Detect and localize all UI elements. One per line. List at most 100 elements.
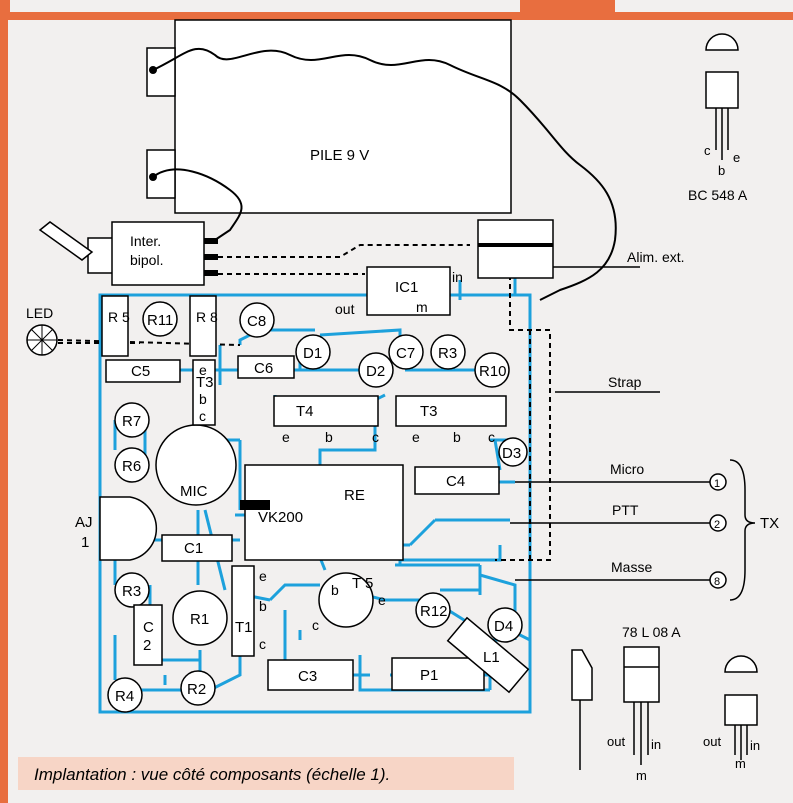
svg-text:2: 2 <box>143 637 151 654</box>
top-frame-gap-right <box>615 0 793 12</box>
caption: Implantation : vue côté composants (éche… <box>34 765 391 784</box>
pin-2: 2 <box>714 519 720 531</box>
tx-label: TX <box>760 515 779 532</box>
svg-text:c: c <box>199 408 206 424</box>
masse-label: Masse <box>611 559 652 575</box>
reg-m: m <box>636 768 647 783</box>
r8-box <box>189 295 217 357</box>
svg-text:P1: P1 <box>420 667 438 684</box>
svg-text:MIC: MIC <box>180 483 208 500</box>
svg-text:D3: D3 <box>502 445 521 462</box>
r8-label: R 8 <box>196 309 218 325</box>
ic1-in: in <box>452 269 463 285</box>
bc548-diagram <box>705 33 739 160</box>
battery <box>146 19 617 301</box>
svg-text:C5: C5 <box>131 363 150 380</box>
battery-label: PILE 9 V <box>310 147 369 164</box>
svg-text:c: c <box>372 429 379 445</box>
svg-text:b: b <box>331 582 339 598</box>
ic1-m: m <box>416 299 428 315</box>
l1-inductor <box>446 616 530 694</box>
regulator-diagrams <box>571 646 758 770</box>
svg-text:C1: C1 <box>184 540 203 557</box>
svg-text:VK200: VK200 <box>258 509 303 526</box>
bc548-label: BC 548 A <box>688 187 748 203</box>
r5-box <box>101 295 129 357</box>
svg-text:C: C <box>143 619 154 636</box>
pin-letters: e b c e b c e b c e b c b c e <box>199 362 495 652</box>
reg2-in: in <box>750 738 760 753</box>
svg-text:T3: T3 <box>196 374 214 391</box>
svg-text:D4: D4 <box>494 618 513 635</box>
bc548-pin-b: b <box>718 163 725 178</box>
pin-8: 8 <box>714 576 720 588</box>
switch-label-line2: bipol. <box>130 252 163 268</box>
svg-text:R2: R2 <box>187 681 206 698</box>
vk200-choke <box>240 500 270 510</box>
svg-text:b: b <box>325 429 333 445</box>
caption-box <box>18 757 514 790</box>
r5-label: R 5 <box>108 309 130 325</box>
svg-text:T4: T4 <box>296 403 314 420</box>
component-labels: R11 C8 D1 C7 R3 C5 T3 C6 D2 R10 T4 T3 R7… <box>75 312 521 705</box>
reg-in: in <box>651 737 661 752</box>
svg-text:C8: C8 <box>247 313 266 330</box>
svg-text:R3: R3 <box>438 345 457 362</box>
svg-text:c: c <box>312 617 319 633</box>
ic1-box <box>366 266 451 316</box>
dashed-wires <box>57 244 551 561</box>
ext-power-label: Alim. ext. <box>627 249 685 265</box>
ptt-label: PTT <box>612 502 639 518</box>
svg-text:R11: R11 <box>147 312 173 329</box>
svg-text:RE: RE <box>344 487 365 504</box>
svg-text:e: e <box>412 429 420 445</box>
reg2-out: out <box>703 734 721 749</box>
svg-text:T3: T3 <box>420 403 438 420</box>
svg-text:1: 1 <box>81 534 89 551</box>
svg-text:b: b <box>259 598 267 614</box>
round-components <box>107 301 528 713</box>
svg-text:T1: T1 <box>235 619 253 636</box>
bc548-pin-c: c <box>704 143 711 158</box>
reg2-m: m <box>735 756 746 771</box>
svg-text:e: e <box>378 592 386 608</box>
svg-text:T 5: T 5 <box>352 575 373 592</box>
svg-text:b: b <box>199 391 207 407</box>
reg-label: 78 L 08 A <box>622 624 681 640</box>
ic1-out: out <box>335 301 355 317</box>
svg-text:R1: R1 <box>190 611 209 628</box>
svg-text:L1: L1 <box>483 649 500 666</box>
svg-text:b: b <box>453 429 461 445</box>
svg-text:e: e <box>199 362 207 378</box>
rect-components <box>105 355 507 691</box>
tx-lines <box>510 391 756 601</box>
svg-text:R6: R6 <box>122 458 141 475</box>
svg-text:e: e <box>282 429 290 445</box>
svg-text:R10: R10 <box>479 363 507 380</box>
ic1-label: IC1 <box>395 279 418 296</box>
svg-text:c: c <box>488 429 495 445</box>
bipolar-switch <box>38 221 218 286</box>
strap-label: Strap <box>608 374 642 390</box>
bc548-pin-e: e <box>733 150 740 165</box>
svg-text:C4: C4 <box>446 473 465 490</box>
svg-text:R7: R7 <box>122 413 141 430</box>
svg-text:AJ: AJ <box>75 514 93 531</box>
pin-1: 1 <box>714 478 720 490</box>
left-frame-bar <box>0 0 8 803</box>
svg-text:R12: R12 <box>420 603 448 620</box>
svg-text:C6: C6 <box>254 360 273 377</box>
svg-text:R4: R4 <box>115 688 134 705</box>
ext-power-jack <box>477 219 640 279</box>
svg-text:R3: R3 <box>122 583 141 600</box>
micro-label: Micro <box>610 461 644 477</box>
svg-text:D1: D1 <box>303 345 322 362</box>
led <box>26 324 58 356</box>
svg-text:c: c <box>259 636 266 652</box>
reg-out: out <box>607 734 625 749</box>
switch-label-line1: Inter. <box>130 233 161 249</box>
top-frame-gap <box>10 0 520 12</box>
svg-text:C7: C7 <box>396 345 415 362</box>
